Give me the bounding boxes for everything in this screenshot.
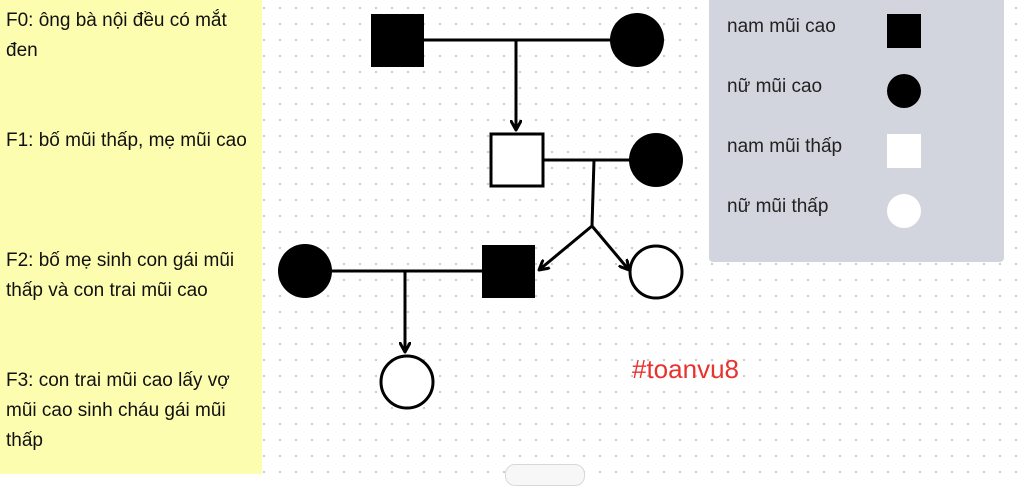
legend-label: nữ mũi thấp [727,196,829,217]
note-generation-f1: F1: bố mũi thấp, mẹ mũi cao [6,130,247,151]
descent-stem-f1 [590,159,596,227]
white-square-icon [887,134,921,168]
f1-father-symbol [489,132,545,188]
note-generation-f3: F3: con trai mũi cao lấy vợ mũi cao sinh… [6,370,230,451]
f2-wife-symbol [278,244,332,298]
pedigree-diagram [278,13,684,410]
legend-row-male-low-nose: nam mũi thấp [727,134,921,168]
watermark-tag: #toanvu8 [632,354,739,384]
notes-panel: F0: ông bà nội đều có mắt đen F1: bố mũi… [0,0,262,474]
f1-mother-symbol [629,133,683,187]
legend-panel: nam mũi cao nữ mũi cao nam mũi thấp nữ m… [709,0,1004,262]
f2-daughter-symbol [628,244,684,300]
descent-branch-daughter-f1 [590,225,629,270]
descent-branch-son-f1 [539,224,593,270]
legend-row-female-low-nose: nữ mũi thấp [727,194,921,228]
legend-row-male-high-nose: nam mũi cao [727,14,921,48]
f0-grandmother-symbol [610,13,664,67]
note-generation-f2: F2: bố mẹ sinh con gái mũi thấp và con t… [6,250,235,301]
legend-label: nam mũi thấp [727,136,843,157]
f2-son-symbol [482,245,535,298]
note-generation-f0: F0: ông bà nội đều có mắt đen [6,10,227,61]
bottom-handle[interactable] [505,464,585,486]
black-square-icon [887,14,921,48]
f3-granddaughter-symbol [379,354,435,410]
white-circle-icon [887,194,921,228]
f0-grandfather-symbol [371,14,424,67]
legend-label: nữ mũi cao [727,76,823,97]
black-circle-icon [887,74,921,108]
legend-row-female-high-nose: nữ mũi cao [727,74,921,108]
legend-label: nam mũi cao [727,16,836,37]
